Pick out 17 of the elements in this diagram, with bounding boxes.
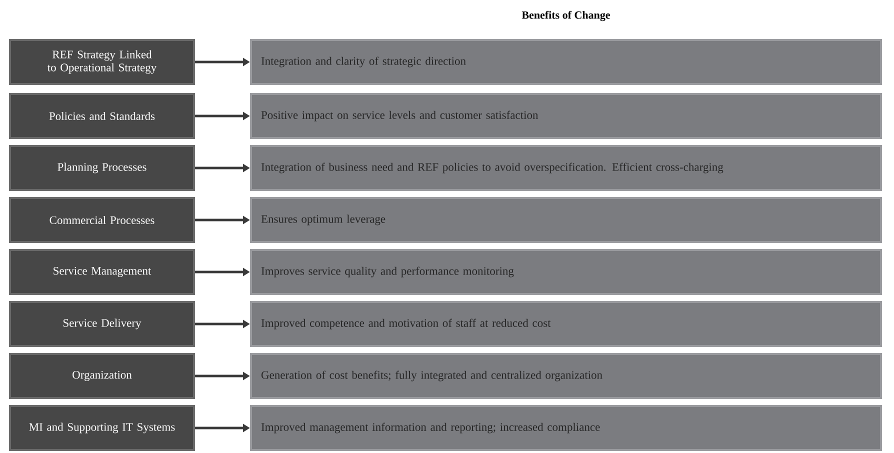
benefit-box: Integration of business need and REF policies to avoid overspecification. Efficient cross-charging xyxy=(250,145,882,191)
process-box: MI and Supporting IT Systems xyxy=(9,405,195,451)
benefit-box: Ensures optimum leverage xyxy=(250,197,882,243)
process-box: Policies and Standards xyxy=(9,93,195,139)
heading: Benefits of Change xyxy=(522,10,610,22)
process-box: Commercial Processes xyxy=(9,197,195,243)
benefit-box: Improved management information and reporting; increased compliance xyxy=(250,405,882,451)
process-box: Planning Processes xyxy=(9,145,195,191)
benefit-box: Integration and clarity of strategic direction xyxy=(250,39,882,85)
process-box: Service Delivery xyxy=(9,301,195,347)
process-box: Organization xyxy=(9,353,195,399)
benefit-box: Improved competence and motivation of staff at reduced cost xyxy=(250,301,882,347)
benefit-box: Generation of cost benefits; fully integrated and centralized organization xyxy=(250,353,882,399)
process-box: REF Strategy Linked to Operational Strategy xyxy=(9,39,195,85)
process-box: Service Management xyxy=(9,249,195,295)
benefit-box: Improves service quality and performance monitoring xyxy=(250,249,882,295)
benefit-box: Positive impact on service levels and customer satisfaction xyxy=(250,93,882,139)
